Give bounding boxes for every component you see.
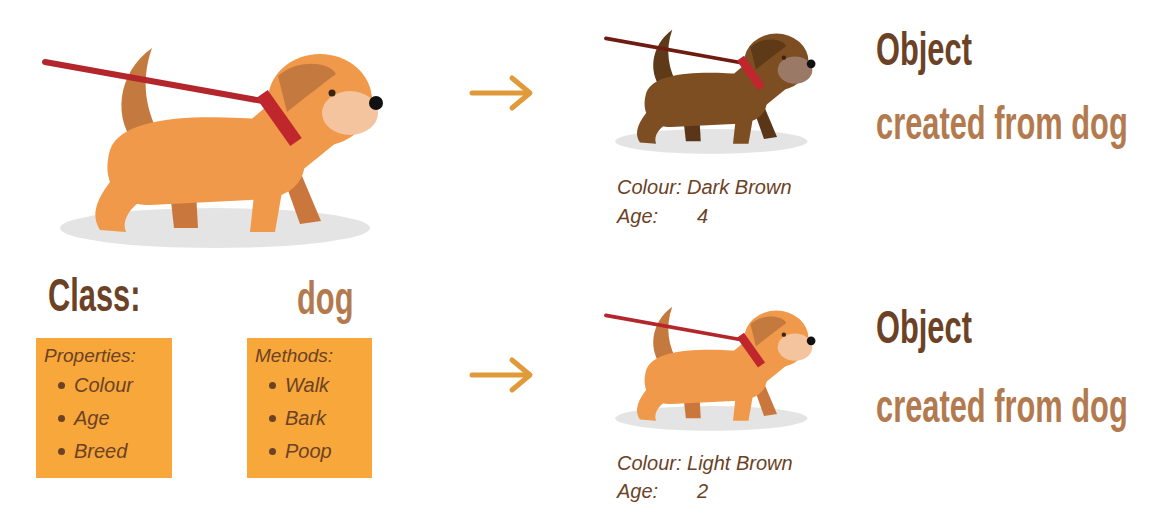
object-heading: Object [876, 304, 972, 350]
list-item: Colour [44, 369, 164, 402]
arrow-line [472, 91, 528, 96]
property-value: 4 [697, 204, 708, 228]
bullet-dot [269, 448, 276, 455]
bullet-dot [58, 448, 65, 455]
box-heading: Methods: [255, 343, 364, 369]
object-dog-picture [606, 307, 816, 431]
list-item-text: Age [74, 402, 110, 435]
box-heading: Properties: [44, 343, 164, 369]
list-item-text: Breed [74, 435, 127, 468]
list-item-text: Walk [285, 369, 329, 402]
property-name: Age: [617, 479, 658, 503]
arrow-line [472, 373, 528, 378]
object-heading: Object [876, 26, 972, 72]
list-item-text: Poop [285, 435, 332, 468]
list-item: Age [44, 402, 164, 435]
property-value: 2 [697, 479, 708, 503]
list-item: Breed [44, 435, 164, 468]
list-item: Walk [255, 369, 364, 402]
list-item-text: Bark [285, 402, 326, 435]
list-item: Poop [255, 435, 364, 468]
bullet-dot [269, 382, 276, 389]
class-heading: Class: [48, 272, 141, 318]
list-item: Bark [255, 402, 364, 435]
object-subheading: created from dog [876, 383, 1128, 429]
bullet-dot [58, 415, 65, 422]
methods-box: Methods:WalkBarkPoop [247, 338, 372, 478]
arrow-head [512, 360, 530, 390]
properties-box: Properties:ColourAgeBreed [36, 338, 172, 478]
property-name: Age: [617, 204, 658, 228]
arrow-head [512, 78, 530, 108]
class-name: dog [297, 275, 353, 321]
bullet-dot [269, 415, 276, 422]
arrow-symbol [472, 78, 530, 390]
property-value: Colour: Dark Brown [617, 175, 792, 199]
bullet-dot [58, 382, 65, 389]
object-subheading: created from dog [876, 100, 1128, 146]
property-value: Colour: Light Brown [617, 451, 793, 475]
class-dog-picture [45, 48, 383, 248]
object-dog-picture [606, 30, 816, 154]
list-item-text: Colour [74, 369, 133, 402]
